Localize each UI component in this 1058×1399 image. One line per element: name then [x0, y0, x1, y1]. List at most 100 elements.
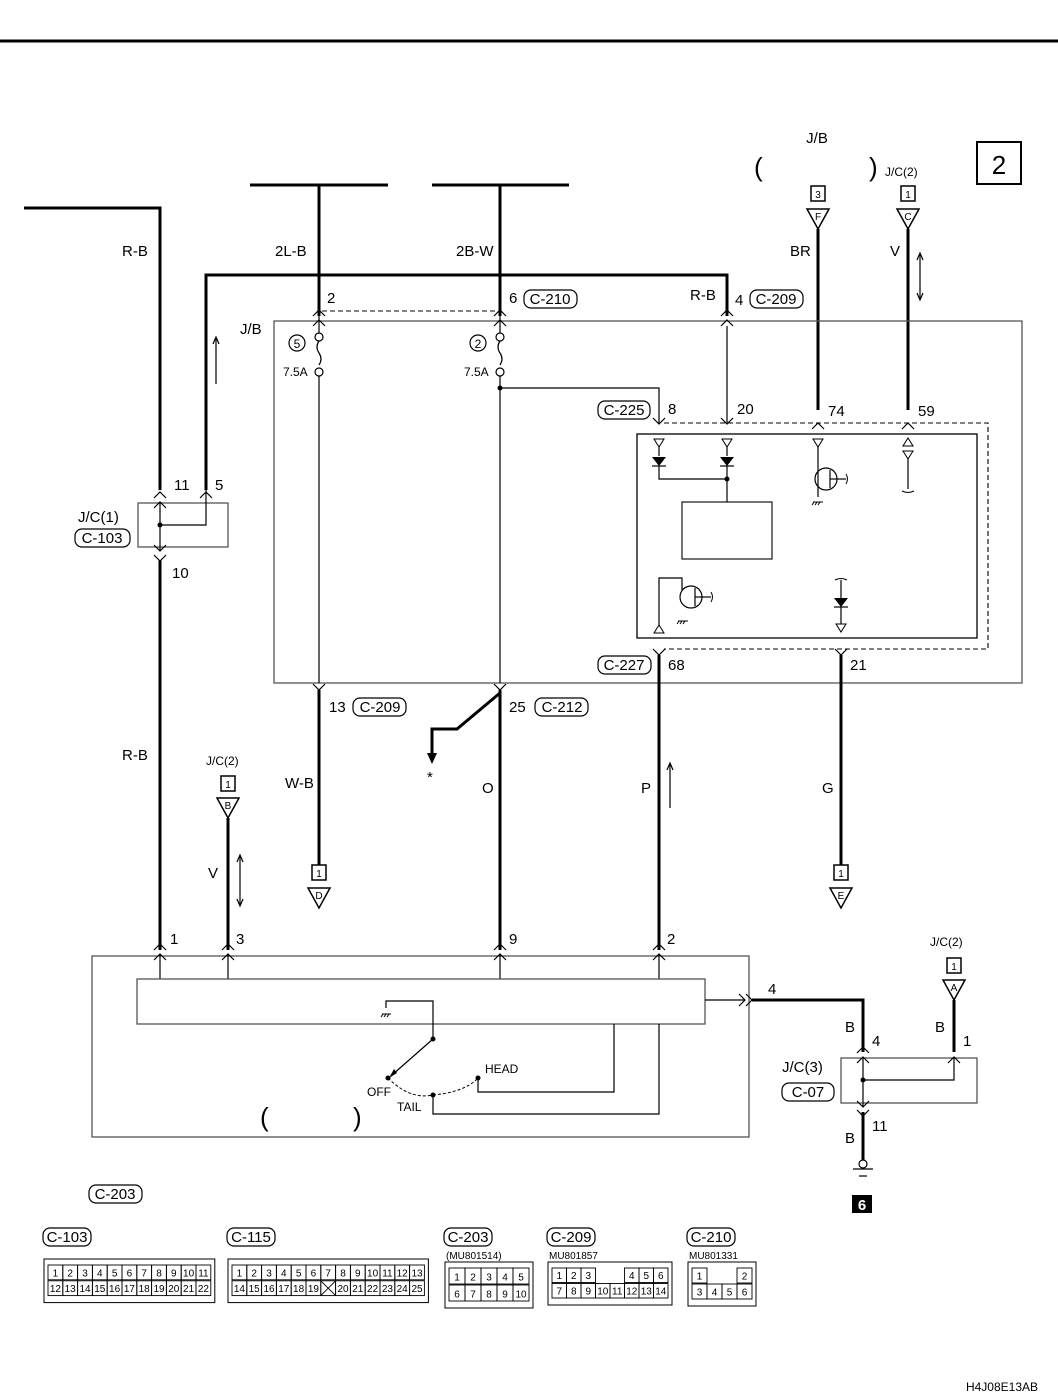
connector-e[interactable]: 1 E [828, 864, 854, 910]
jb-pin-25: 25 [509, 699, 526, 716]
figure-id: H4J08E13AB [966, 1380, 1038, 1394]
connector-pin: 17 [124, 1284, 136, 1295]
connector-c[interactable]: 1 C [895, 185, 921, 231]
connector-pin: 10 [367, 1268, 379, 1279]
connector-pin: 16 [263, 1284, 275, 1295]
connector-jc2-b-letter: B [225, 801, 232, 812]
connector-pin: 3 [266, 1268, 272, 1279]
connector-pin: 8 [571, 1287, 577, 1298]
up-arrow-icon [212, 335, 220, 384]
connector-pin: 7 [141, 1268, 147, 1279]
wire-branch-pin8 [500, 387, 660, 423]
up-arrow-icon [666, 761, 674, 808]
svg-text:C-212: C-212 [542, 699, 583, 716]
connector-pin: 14 [234, 1284, 246, 1295]
connector-jc2-b[interactable]: 1 B [215, 775, 241, 820]
switch-pos-head: HEAD [485, 1062, 519, 1076]
connector-pin: 6 [127, 1268, 133, 1279]
connector-pin: 5 [727, 1288, 733, 1299]
conn-tag-c07: C-07 [781, 1082, 835, 1102]
jc3-pin-4: 4 [872, 1033, 880, 1050]
connector-view-name: C-103 [47, 1229, 88, 1246]
connector-pin: 1 [556, 1271, 562, 1282]
connector-pin: 6 [658, 1271, 664, 1282]
connector-pin: 14 [79, 1284, 91, 1295]
diode-icon [652, 457, 666, 466]
connector-pin: 11 [198, 1268, 209, 1279]
connector-f[interactable]: 3 F [805, 185, 831, 231]
connector-pin: 3 [697, 1288, 703, 1299]
connector-pin: 21 [352, 1284, 364, 1295]
connector-pin: 18 [293, 1284, 305, 1295]
connector-pin: 16 [109, 1284, 121, 1295]
wire-o-branch [430, 691, 501, 755]
connector-pin: 9 [171, 1268, 177, 1279]
connector-jc2-a[interactable]: 1 A [941, 957, 967, 1002]
connector-pin: 1 [237, 1268, 243, 1279]
connector-pin: 8 [156, 1268, 162, 1279]
connector-e-box: 1 [838, 869, 844, 880]
svg-text:C-203: C-203 [95, 1186, 136, 1203]
switch-outer-box [91, 955, 750, 1138]
ecu-box [636, 433, 978, 639]
connector-pin: 20 [337, 1284, 349, 1295]
ecu-pin-68: 68 [668, 657, 685, 674]
jb-label: J/B [240, 321, 262, 338]
top-open-paren: ( [754, 152, 763, 182]
jc2-lower-right-label: J/C(2) [930, 935, 963, 949]
jb-pin-2: 2 [327, 290, 335, 307]
jc1-box [137, 502, 229, 548]
fuse-2: 2 7.5A [464, 316, 505, 683]
conn-tag-c209-top: C-209 [749, 289, 804, 309]
conn-tag-c212: C-212 [534, 697, 589, 717]
connector-pin: 11 [612, 1287, 623, 1298]
conn-tag-c203-loose: C-203 [88, 1184, 143, 1204]
jc1-label: J/C(1) [78, 509, 119, 526]
wire-b1-label: B [845, 1019, 855, 1036]
bidirectional-arrow-icon [236, 853, 244, 908]
connector-pin: 3 [585, 1271, 591, 1282]
connector-pin: 10 [597, 1287, 609, 1298]
connector-pin: 3 [486, 1273, 492, 1284]
connector-pin: 12 [397, 1268, 409, 1279]
connector-pin: 9 [585, 1287, 591, 1298]
jc3-pin-11: 11 [872, 1118, 888, 1135]
svg-text:C-210: C-210 [530, 291, 571, 308]
ground-icon [853, 1159, 873, 1177]
connector-pin: 19 [153, 1284, 165, 1295]
connector-pin: 12 [626, 1287, 638, 1298]
connector-d[interactable]: 1 D [306, 864, 332, 910]
connector-pin: 6 [742, 1288, 748, 1299]
connector-view-name: C-210 [691, 1229, 732, 1246]
connector-view-part: MU801857 [549, 1251, 598, 1262]
conn-tag-c210: C-210 [523, 289, 578, 309]
svg-text:C-07: C-07 [792, 1084, 825, 1101]
connector-pin: 13 [65, 1284, 77, 1295]
wire-b2-label: B [935, 1019, 945, 1036]
svg-text:C-225: C-225 [604, 402, 645, 419]
connector-e-letter: E [838, 891, 845, 902]
jc3-internals [856, 1046, 961, 1117]
jc3-label: J/C(3) [782, 1059, 823, 1076]
connector-pin: 2 [251, 1268, 257, 1279]
connector-pin: 24 [397, 1284, 409, 1295]
connector-jc2-a-box: 1 [951, 962, 957, 973]
connector-pin: 2 [470, 1273, 476, 1284]
wire-rb-left-top [24, 206, 162, 490]
connector-pin: 5 [296, 1268, 302, 1279]
connector-pin: 1 [53, 1268, 59, 1279]
wire-v-bottom-label: V [208, 865, 218, 882]
connector-pin: 7 [470, 1290, 476, 1301]
connector-pin: 4 [281, 1268, 287, 1279]
branch-asterisk: * [427, 769, 433, 786]
connector-pin: 17 [278, 1284, 290, 1295]
connector-pin: 7 [325, 1268, 331, 1279]
connector-pin: 19 [308, 1284, 320, 1295]
connector-pin: 1 [454, 1273, 460, 1284]
jc3-pin-1: 1 [963, 1033, 971, 1050]
connector-pin: 5 [112, 1268, 118, 1279]
